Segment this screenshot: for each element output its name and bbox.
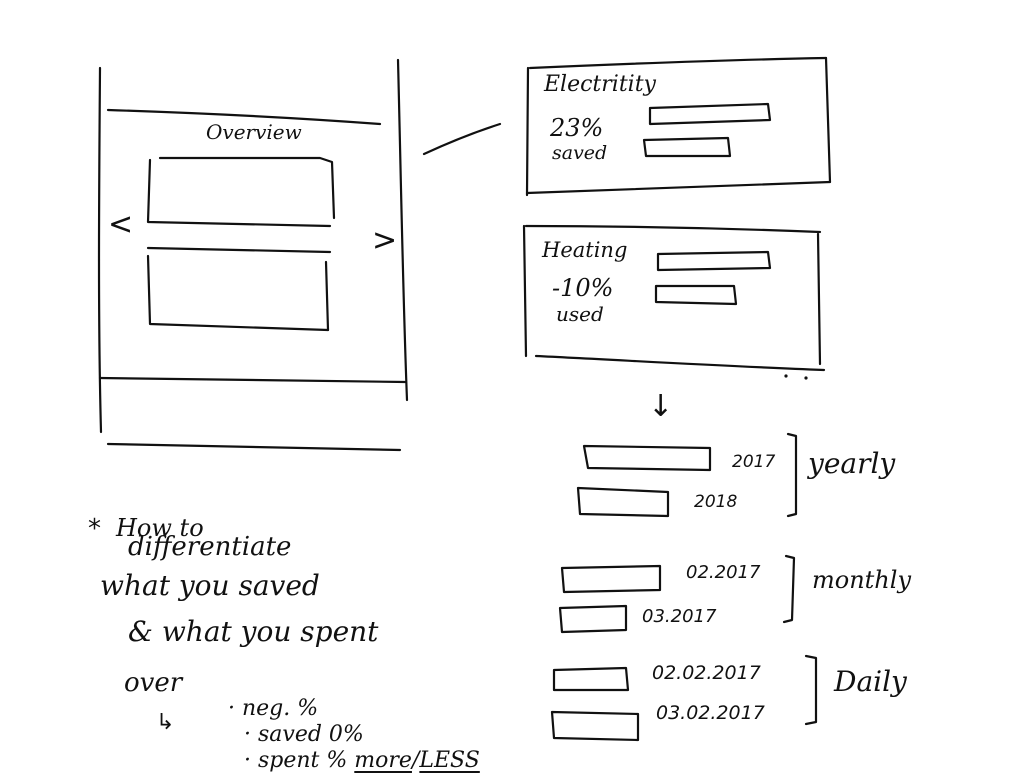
electricity-percent: 23% (550, 114, 604, 142)
note-return-arrow-icon: ↳ (156, 710, 175, 735)
electricity-title: Electritity (544, 72, 656, 97)
yearly-bars (576, 432, 798, 518)
yearly-row-label: 2017 (732, 452, 776, 472)
heating-percent: -10% (552, 274, 614, 302)
note-line: what you saved (100, 569, 320, 602)
note-bullet: · saved 0% (244, 722, 364, 747)
yearly-row-label: 2018 (694, 492, 738, 512)
note-separator: / (411, 748, 420, 773)
heating-card-frame (522, 224, 826, 380)
note-bullet-prefix: · spent % (244, 748, 348, 773)
down-arrow-icon: ↓ (648, 389, 674, 424)
heating-title: Heating (542, 238, 628, 262)
electricity-card-frame (525, 56, 832, 197)
phone-overview-title: Overview (206, 120, 302, 144)
note-less-word: LESS (419, 748, 480, 773)
next-chevron-icon[interactable]: > (372, 223, 398, 258)
note-line: differentiate (128, 532, 292, 562)
note-more-word: more (354, 748, 412, 773)
monthly-bars (558, 554, 796, 634)
heating-caption: used (556, 302, 604, 326)
note-line: & what you spent (128, 615, 379, 648)
daily-bars (550, 654, 818, 742)
daily-row-label: 02.02.2017 (652, 662, 761, 684)
monthly-row-label: 03.2017 (642, 606, 717, 627)
note-bullet-spent: · spent % more/LESS (244, 750, 480, 772)
electricity-bars (642, 102, 772, 158)
note-line: over (124, 668, 183, 698)
electricity-caption: saved (552, 142, 608, 164)
heating-bars (654, 250, 772, 306)
daily-row-label: 03.02.2017 (656, 702, 765, 724)
phone-content-box-top (146, 156, 336, 228)
daily-group-label: Daily (834, 665, 907, 698)
note-asterisk: * (88, 514, 101, 544)
prev-chevron-icon[interactable]: < (108, 207, 134, 242)
monthly-group-label: monthly (812, 566, 911, 594)
phone-content-box-bottom (146, 246, 332, 332)
note-bullet: · neg. % (228, 696, 319, 721)
note-line: How to (116, 514, 204, 542)
yearly-group-label: yearly (808, 447, 896, 480)
phone-frame (97, 58, 409, 452)
connector-line (422, 122, 502, 156)
monthly-row-label: 02.2017 (686, 562, 761, 583)
